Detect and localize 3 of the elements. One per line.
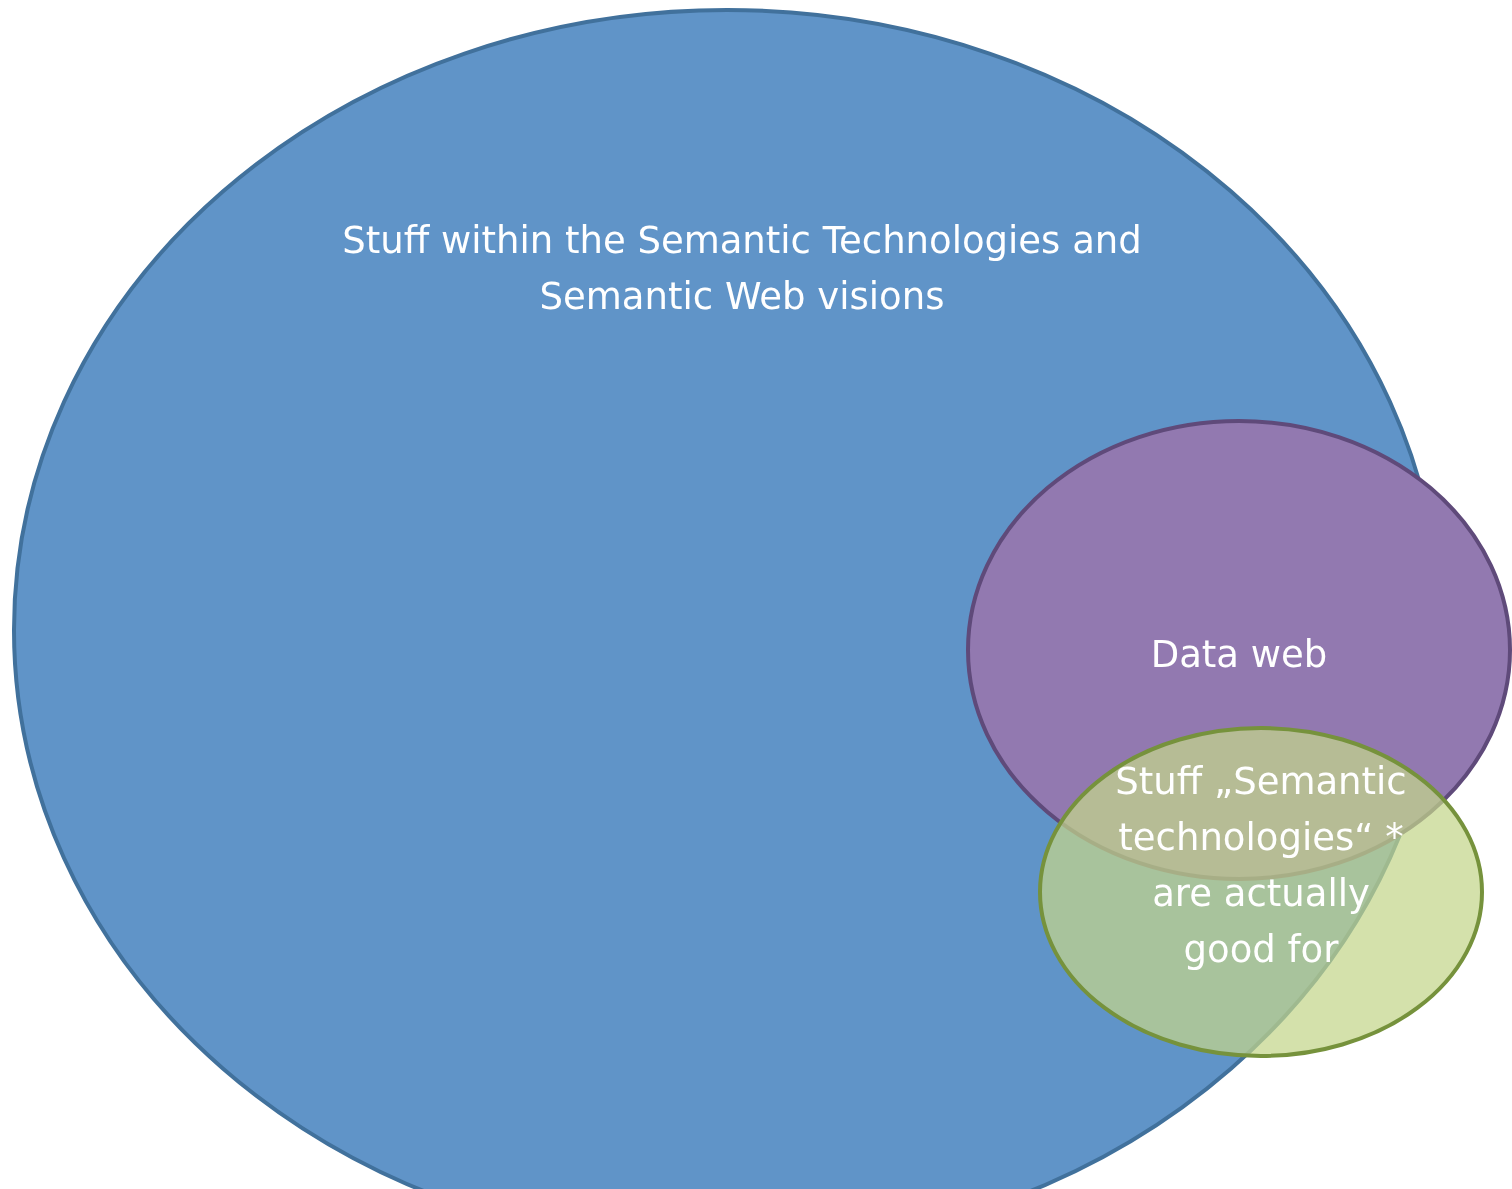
ellipse-label: Stuff „Semantic technologies“ * are actually good for [1114, 759, 1408, 973]
ellipse-label: Stuff within the Semantic Technologies and Semantic Web visions [341, 218, 1143, 320]
ellipse-label: Data web [1149, 632, 1329, 678]
